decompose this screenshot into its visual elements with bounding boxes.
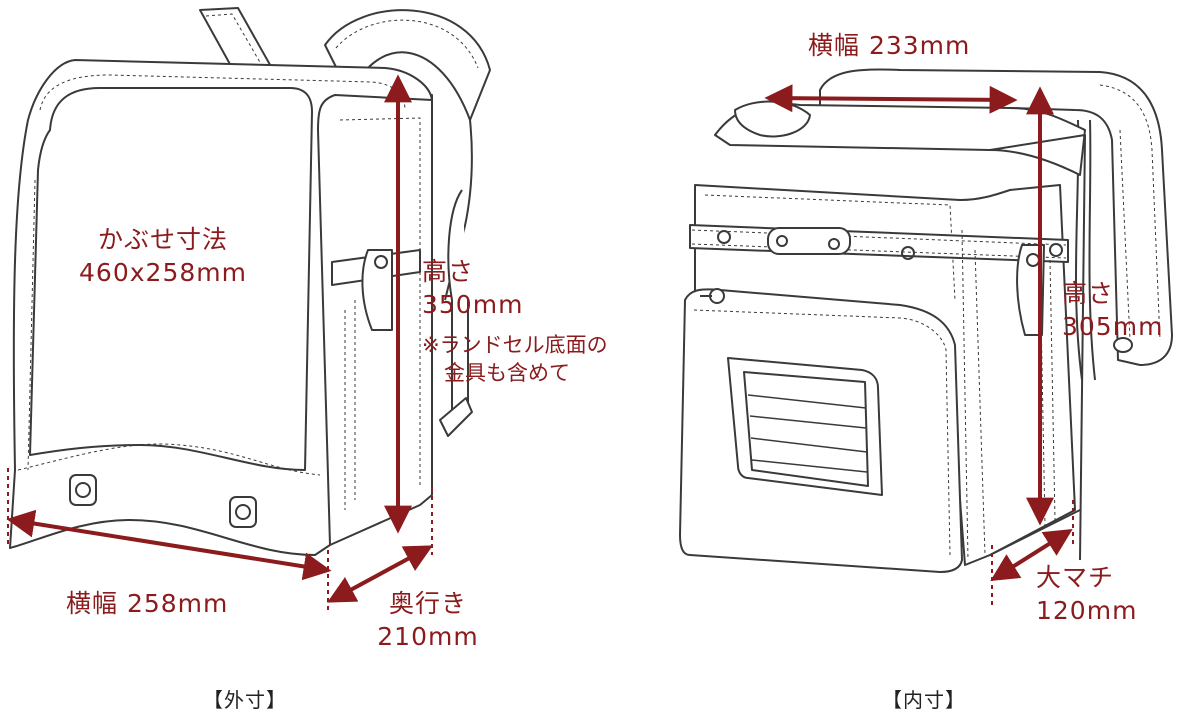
inner-caption: 【内寸】: [882, 688, 966, 712]
inner-gusset-value: 120mm: [1036, 595, 1138, 625]
outer-depth-label: 奥行き: [388, 589, 467, 618]
outer-width-label: 横幅 258mm: [66, 589, 229, 618]
inner-dimension-lines: [764, 84, 1074, 606]
inner-gusset-dimension-label: 大マチ 120mm: [1036, 562, 1137, 627]
outer-height-value: 350mm: [422, 289, 524, 319]
outer-height-dimension-label: 高さ 350mm: [422, 256, 523, 321]
inner-bag-drawing: [679, 68, 1173, 573]
outer-dimension-lines: [6, 74, 433, 612]
kabuse-value: 460x258mm: [79, 257, 247, 287]
inner-gusset-label: 大マチ: [1036, 563, 1115, 592]
outer-depth-dimension-label: 奥行き 210mm: [358, 588, 498, 653]
outer-caption: 【外寸】: [203, 688, 287, 712]
kabuse-label: かぶせ寸法: [97, 225, 228, 254]
outer-height-label: 高さ: [422, 257, 475, 286]
outer-height-note-line-1: ※ランドセル底面の: [422, 333, 608, 357]
inner-width-label: 横幅 233mm: [808, 31, 971, 60]
inner-height-dimension-label: 高さ 305mm: [1062, 278, 1163, 343]
outer-height-note: ※ランドセル底面の 金具も含めて: [422, 331, 608, 388]
inner-height-value: 305mm: [1062, 311, 1164, 341]
outer-depth-value: 210mm: [377, 621, 479, 651]
inner-height-label: 高さ: [1062, 279, 1115, 308]
outer-height-note-line-2: 金具も含めて: [444, 361, 570, 386]
kabuse-dimension-label: かぶせ寸法 460x258mm: [78, 224, 248, 289]
